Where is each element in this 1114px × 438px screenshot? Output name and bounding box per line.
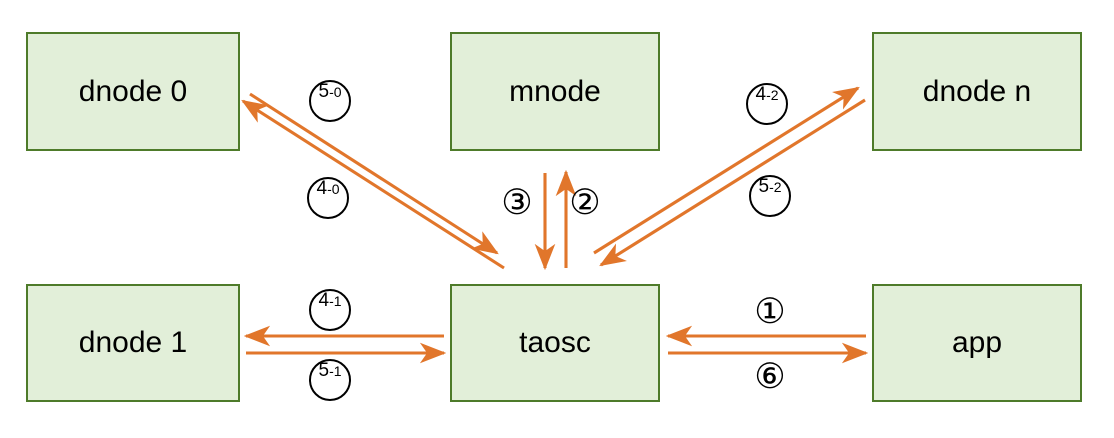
step-badge-minor: -0 [329,84,342,100]
step-badge-4-0: 4-0 [307,177,349,219]
step-badge-5-1: 5-1 [309,359,351,401]
step-badge-5-2: 5-2 [749,175,791,217]
step-badge-major: 5 [318,81,330,102]
step-badge-2: ② [569,182,601,223]
edge-5-0-line [241,99,505,270]
node-label: mnode [509,74,601,108]
step-badge-4-2: 4-2 [746,83,788,125]
node-taosc[interactable]: taosc [450,284,660,402]
step-badge-6: ⑥ [754,356,786,397]
node-label: dnode n [922,74,1032,108]
step-badge-5-0: 5-0 [309,80,351,122]
step-badge-major: 4 [316,178,328,199]
step-badge-minor: -0 [327,181,340,197]
edge-4-0-line [249,92,499,255]
node-app[interactable]: app [872,284,1082,402]
step-badge-minor: -2 [769,179,782,195]
node-label: taosc [519,326,591,359]
step-badge-4-1: 4-1 [309,289,351,331]
node-label: app [951,326,1003,359]
step-badge-major: 4 [318,290,330,311]
step-badge-major: 5 [318,360,330,381]
step-badge-3: ③ [501,182,533,223]
edge-5-2-line [599,98,866,267]
node-label: dnode 0 [78,74,188,108]
node-dnode-0[interactable]: dnode 0 [26,32,240,151]
node-dnode-1[interactable]: dnode 1 [26,284,240,402]
step-badge-major: 5 [758,176,770,197]
step-badge-major: 4 [755,84,767,105]
step-badge-minor: -1 [329,363,342,379]
edge-4-2-line [593,86,860,255]
node-dnode-n[interactable]: dnode n [872,32,1082,151]
step-badge-minor: -2 [766,87,779,103]
step-badge-minor: -1 [329,293,342,309]
step-badge-1: ① [754,291,786,332]
node-label: dnode 1 [78,326,188,359]
node-mnode[interactable]: mnode [450,32,660,151]
